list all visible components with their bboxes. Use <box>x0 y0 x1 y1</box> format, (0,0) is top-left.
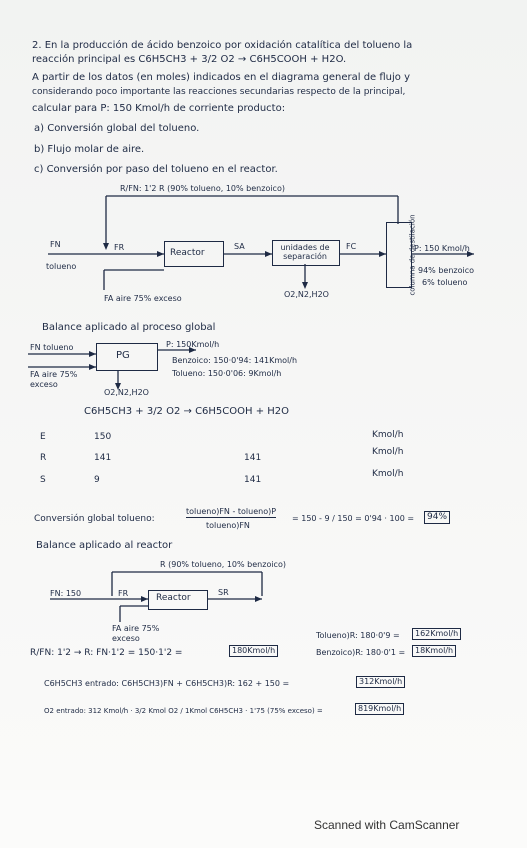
diagram-air-label: FA aire 75% exceso <box>104 294 182 303</box>
column-label: columna de destilación <box>408 214 417 296</box>
problem-item-b: b) Flujo molar de aire. <box>34 144 145 155</box>
diagram-tolueno-label: tolueno <box>46 262 77 271</box>
row-s-label: S <box>40 475 46 485</box>
pg-box <box>96 343 158 371</box>
global-fa-label: FA aire 75% exceso <box>30 370 78 389</box>
benzoic-r-calc: Benzoico)R: 180·0'1 = <box>316 648 406 657</box>
global-balance-heading: Balance aplicado al proceso global <box>42 322 216 333</box>
problem-line-3: A partir de los datos (en moles) indicad… <box>32 72 410 83</box>
diagram-fn-label: FN <box>50 240 61 249</box>
reaction-equation: C6H5CH3 + 3/2 O2 → C6H5COOH + H2O <box>84 406 290 417</box>
row-r-col1: 141 <box>94 453 112 463</box>
global-gas-label: O2,N2,H2O <box>104 388 149 397</box>
reactor-label: Reactor <box>170 248 205 258</box>
scanned-page: 2. En la producción de ácido benzoico po… <box>0 0 527 790</box>
o2-in-result: 819Kmol/h <box>355 703 405 715</box>
global-fn-label: FN tolueno <box>30 343 74 352</box>
reactor-recycle-label: R (90% tolueno, 10% benzoico) <box>160 560 286 569</box>
benzoic-r-result: 18Kmol/h <box>412 645 457 657</box>
separator-label: unidades de separación <box>280 243 330 261</box>
problem-line-5: calcular para P: 150 Kmol/h de corriente… <box>32 103 286 114</box>
flow-diagram-lines <box>28 195 474 622</box>
problem-line-1: 2. En la producción de ácido benzoico po… <box>32 40 413 51</box>
toluene-r-calc: Tolueno)R: 180·0'9 = <box>316 631 400 640</box>
diagram-sa-label: SA <box>234 242 245 251</box>
problem-item-a: a) Conversión global del tolueno. <box>34 123 200 134</box>
global-toluene-calc: Tolueno: 150·0'06: 9Kmol/h <box>172 369 282 378</box>
problem-line-2: reacción principal es C6H5CH3 + 3/2 O2 →… <box>32 54 347 65</box>
row-r-unit: Kmol/h <box>372 447 404 457</box>
reactor-air-label: FA aire 75% exceso <box>112 624 160 643</box>
diagram-fr-label: FR <box>114 243 125 252</box>
reactor-balance-heading: Balance aplicado al reactor <box>36 540 173 551</box>
row-r-label: R <box>40 453 47 463</box>
problem-line-4: considerando poco importante las reaccio… <box>32 87 406 97</box>
toluene-r-result: 162Kmol/h <box>412 628 462 640</box>
diagram-fc-label: FC <box>346 242 357 251</box>
separator-box <box>272 240 340 266</box>
conversion-result: 94% <box>424 511 451 524</box>
row-e-label: E <box>40 432 46 442</box>
conversion-numerator: tolueno)FN - tolueno)P <box>186 507 277 518</box>
r-calc: R/FN: 1'2 → R: FN·1'2 = 150·1'2 = <box>30 648 183 658</box>
reactor-balance-label: Reactor <box>156 593 191 603</box>
problem-item-c: c) Conversión por paso del tolueno en el… <box>34 164 278 175</box>
o2-in-calc: O2 entrado: 312 Kmol/h · 3/2 Kmol O2 / 1… <box>44 707 323 715</box>
reactor-fn-label: FN: 150 <box>50 589 82 598</box>
camscanner-watermark: Scanned with CamScanner <box>314 818 460 832</box>
diagram-product-comp-2: 6% tolueno <box>422 278 468 287</box>
reactor-sr-label: SR <box>218 588 229 597</box>
reactor-balance-box <box>148 590 208 610</box>
global-p-label: P: 150Kmol/h <box>166 340 220 349</box>
row-e-unit: Kmol/h <box>372 430 404 440</box>
conversion-prefix: Conversión global tolueno: <box>34 514 155 524</box>
toluene-in-calc: C6H5CH3 entrado: C6H5CH3)FN + C6H5CH3)R:… <box>44 679 290 688</box>
reactor-fr-label: FR <box>118 589 129 598</box>
row-s-unit: Kmol/h <box>372 469 404 479</box>
diagram-product-comp-1: 94% benzoico <box>418 266 475 275</box>
diagram-gas-out-label: O2,N2,H2O <box>284 290 329 299</box>
diagram-recycle-label: R/FN: 1'2 R (90% tolueno, 10% benzoico) <box>120 184 285 193</box>
row-r-col2: 141 <box>244 453 262 463</box>
reactor-box <box>164 241 224 267</box>
pg-label: PG <box>116 350 130 361</box>
toluene-in-result: 312Kmol/h <box>356 676 406 688</box>
row-s-col2: 141 <box>244 475 262 485</box>
row-s-col1: 9 <box>94 475 100 485</box>
row-e-col1: 150 <box>94 432 112 442</box>
conversion-denominator: tolueno)FN <box>206 521 250 530</box>
global-benzoic-calc: Benzoico: 150·0'94: 141Kmol/h <box>172 356 298 365</box>
distillation-column-box <box>386 222 412 288</box>
diagram-product-label: P: 150 Kmol/h <box>414 244 470 253</box>
conversion-mid: = 150 - 9 / 150 = 0'94 · 100 = <box>292 514 415 523</box>
r-result: 180Kmol/h <box>229 645 279 657</box>
